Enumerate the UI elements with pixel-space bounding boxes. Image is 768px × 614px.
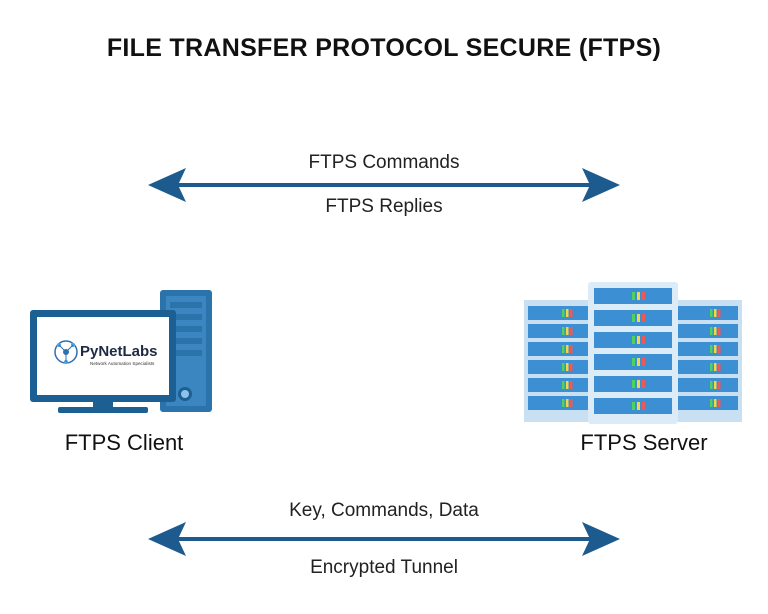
page-title: FILE TRANSFER PROTOCOL SECURE (FTPS) [106,34,662,62]
top-double-arrow [148,168,620,202]
top-arrow-label-above: FTPS Commands [308,152,460,173]
server-label: FTPS Server [580,430,708,455]
bottom-double-arrow [148,522,620,556]
bottom-arrow-label-above: Key, Commands, Data [289,500,479,521]
client-brand-tagline: Network Automation Specialists [90,361,155,366]
top-arrow-label-below: FTPS Replies [325,196,443,217]
bottom-arrow-label-below: Encrypted Tunnel [310,557,458,578]
client-label: FTPS Client [64,430,184,455]
client-brand-name: PyNetLabs [80,343,158,360]
server-rack-icon [524,282,742,424]
pynetlabs-logo-icon [54,340,78,364]
client-computer-icon: PyNetLabs Network Automation Specialists [30,290,212,413]
